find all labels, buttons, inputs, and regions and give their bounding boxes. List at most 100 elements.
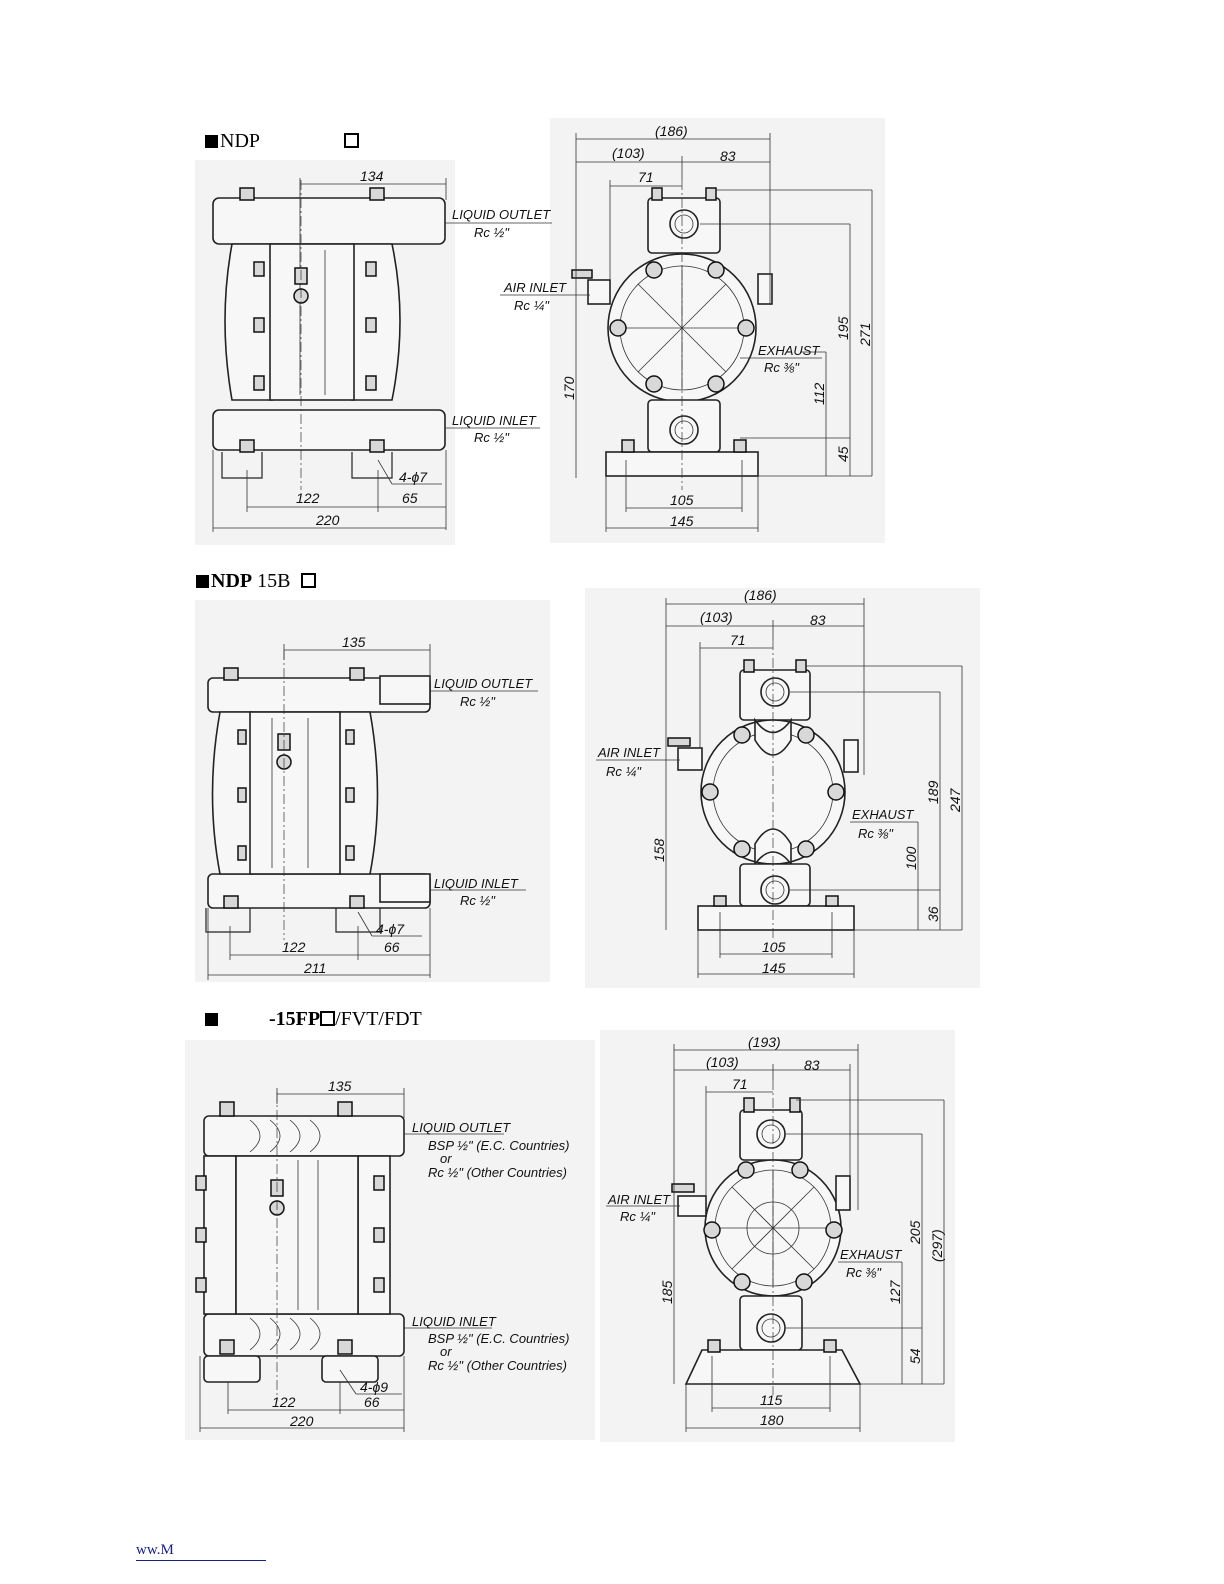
s2-dim-h-air: 158	[651, 838, 667, 862]
s3-bolt-holes: 4-ϕ9	[360, 1379, 388, 1395]
s3-dim-h-exhaust: 127	[887, 1279, 903, 1304]
s1-dim-h-inlet: 45	[835, 446, 851, 462]
s3-liquid-outlet-bsp: BSP ½" (E.C. Countries)	[428, 1138, 569, 1153]
s3-liquid-inlet-rc: Rc ½" (Other Countries)	[428, 1358, 567, 1373]
s2-dim-width: 211	[303, 960, 326, 976]
s2-exhaust-label: EXHAUST	[852, 807, 914, 822]
s2-dim-h-inlet: 36	[925, 906, 941, 922]
open-square-icon	[301, 573, 317, 588]
s2-dim-side-left: (103)	[700, 609, 733, 625]
s2-dim-base-outer: 145	[762, 960, 786, 976]
s3-liquid-inlet-label: LIQUID INLET	[412, 1314, 497, 1329]
s3-liquid-inlet-bsp: BSP ½" (E.C. Countries)	[428, 1331, 569, 1346]
section-2-model: NDP	[211, 570, 253, 592]
s3-liquid-outlet-or: or	[440, 1151, 452, 1166]
s2-bolt-holes: 4-ϕ7	[376, 921, 405, 937]
s1-dim-h-air: 170	[561, 376, 577, 400]
s2-dim-side-center: 71	[730, 632, 746, 648]
section-2-side-view	[667, 640, 859, 940]
section-3-title: -15FP/FVT/FDT	[205, 1008, 422, 1031]
s1-dim-bottom-a: 122	[296, 490, 320, 506]
s1-air-inlet-rc: Rc ¼"	[514, 298, 550, 313]
s2-dim-h-total: 247	[947, 787, 963, 813]
s3-dim-h-total: (297)	[929, 1229, 945, 1262]
s1-dim-side-center: 71	[638, 169, 654, 185]
s2-dim-h-exhaust: 100	[903, 846, 919, 870]
section-2-title: NDP 15B	[196, 570, 317, 593]
s3-dim-bottom-a: 122	[272, 1394, 296, 1410]
s3-liquid-outlet-rc: Rc ½" (Other Countries)	[428, 1165, 567, 1180]
s3-dim-width: 220	[289, 1413, 314, 1429]
solid-square-icon	[205, 1013, 218, 1026]
s3-dim-top-span: 135	[328, 1078, 352, 1094]
s3-exhaust-rc: Rc ⅜"	[846, 1265, 882, 1280]
s3-dim-base-outer: 180	[760, 1412, 784, 1428]
solid-square-icon	[205, 135, 218, 148]
s2-dim-top-span: 135	[342, 634, 366, 650]
s1-air-inlet-label: AIR INLET	[503, 280, 567, 295]
section-3-variants: /FVT/FDT	[335, 1008, 422, 1030]
s2-dim-bottom-a: 122	[282, 939, 306, 955]
footer-link[interactable]: ww.M	[136, 1542, 266, 1561]
s3-air-inlet-label: AIR INLET	[607, 1192, 671, 1207]
s1-liquid-inlet-rc: Rc ½"	[474, 430, 510, 445]
s1-dim-side-left: (103)	[612, 145, 645, 161]
s3-dim-h-inlet: 54	[907, 1348, 923, 1364]
s3-exhaust-label: EXHAUST	[840, 1247, 902, 1262]
section-3-model: -15FP	[269, 1008, 321, 1030]
s3-air-inlet-rc: Rc ¼"	[620, 1209, 656, 1224]
section-1-front-view	[212, 180, 446, 490]
s1-exhaust-label: EXHAUST	[758, 343, 820, 358]
s3-dim-side-right: 83	[804, 1057, 820, 1073]
s1-dim-top-span: 134	[360, 168, 384, 184]
section-2-front-view	[205, 650, 431, 940]
s3-dim-h-outlet: 205	[907, 1220, 923, 1245]
s1-dim-bottom-b: 65	[402, 490, 418, 506]
s2-air-inlet-rc: Rc ¼"	[606, 764, 642, 779]
s3-dim-side-left: (103)	[706, 1054, 739, 1070]
s1-dim-side-right: 83	[720, 148, 736, 164]
section-1-model: NDP	[220, 130, 260, 152]
s1-dim-h-exhaust: 112	[811, 382, 827, 405]
s2-liquid-inlet-label: LIQUID INLET	[434, 876, 519, 891]
s3-dim-h-air: 185	[659, 1280, 675, 1304]
s1-dim-base-outer: 145	[670, 513, 694, 529]
s2-exhaust-rc: Rc ⅜"	[858, 826, 894, 841]
s1-liquid-outlet-rc: Rc ½"	[474, 225, 510, 240]
s2-liquid-inlet-rc: Rc ½"	[460, 893, 496, 908]
s1-dim-width: 220	[315, 512, 340, 528]
s2-dim-base-inner: 105	[762, 939, 786, 955]
section-3-front-view	[195, 1092, 405, 1395]
s1-dim-side-total: (186)	[655, 123, 688, 139]
open-square-icon	[320, 1011, 336, 1026]
s2-dim-side-total: (186)	[744, 587, 777, 603]
section-3-side-view	[671, 1080, 862, 1395]
section-1-side-view	[571, 180, 773, 490]
s3-dim-side-total: (193)	[748, 1034, 781, 1050]
s2-dim-h-outlet: 189	[925, 780, 941, 804]
s1-bolt-holes: 4-ϕ7	[399, 469, 428, 485]
section-1-title: NDP	[205, 130, 360, 153]
section-2-variant: 15B	[257, 570, 291, 592]
s1-dim-h-outlet: 195	[835, 316, 851, 340]
s1-dim-h-total: 271	[857, 323, 873, 347]
solid-square-icon	[196, 575, 209, 588]
s1-liquid-outlet-label: LIQUID OUTLET	[452, 207, 551, 222]
s1-exhaust-rc: Rc ⅜"	[764, 360, 800, 375]
s2-dim-bottom-b: 66	[384, 939, 400, 955]
s2-air-inlet-label: AIR INLET	[597, 745, 661, 760]
s3-liquid-outlet-label: LIQUID OUTLET	[412, 1120, 511, 1135]
s3-dim-bottom-b: 66	[364, 1394, 380, 1410]
s3-dim-side-center: 71	[732, 1076, 748, 1092]
s3-dim-base-inner: 115	[760, 1392, 783, 1408]
s2-dim-side-right: 83	[810, 612, 826, 628]
s2-liquid-outlet-label: LIQUID OUTLET	[434, 676, 533, 691]
s1-dim-base-inner: 105	[670, 492, 694, 508]
s3-liquid-inlet-or: or	[440, 1344, 452, 1359]
open-square-icon	[344, 133, 360, 148]
s1-liquid-inlet-label: LIQUID INLET	[452, 413, 537, 428]
s2-liquid-outlet-rc: Rc ½"	[460, 694, 496, 709]
